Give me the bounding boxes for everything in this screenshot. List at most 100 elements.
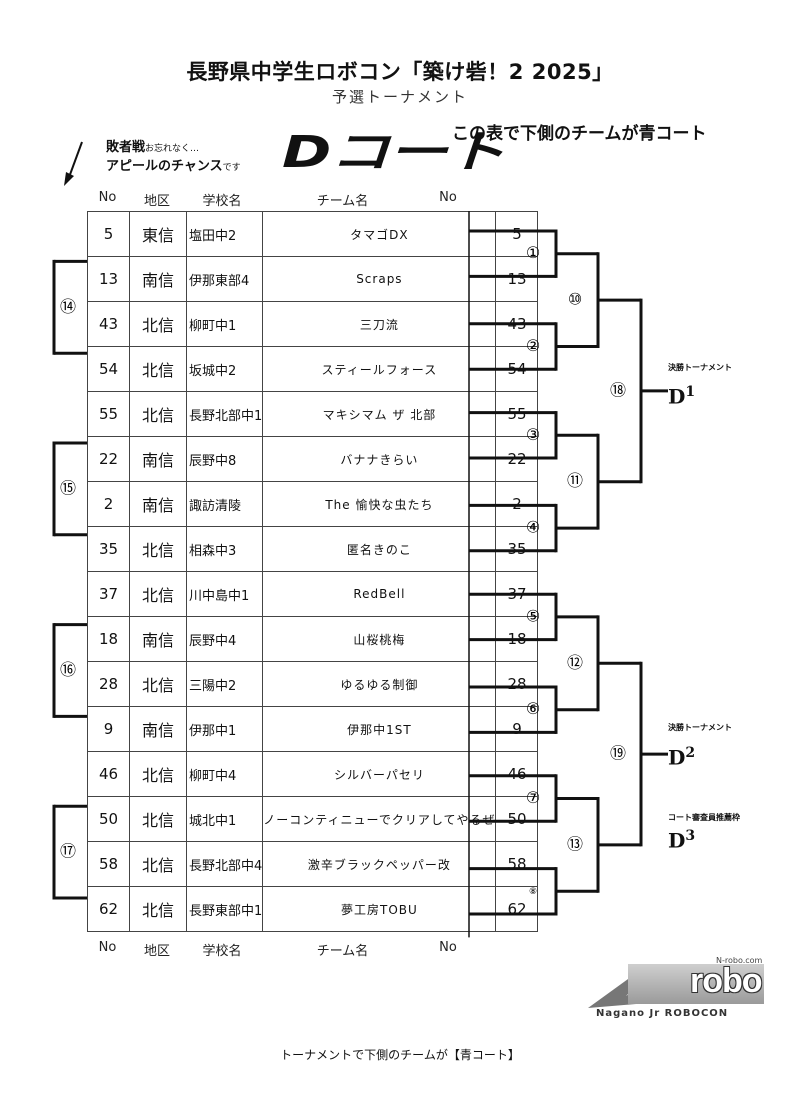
team-no-right: 55 [495, 391, 539, 437]
logo-name: robo [690, 962, 763, 1000]
team-area: 北信 [129, 661, 187, 707]
team-name: シルバーパセリ [262, 751, 497, 797]
team-name: マキシマム ザ 北部 [262, 391, 497, 437]
team-no: 5 [87, 211, 130, 257]
team-area: 北信 [129, 571, 187, 617]
team-no: 13 [87, 256, 130, 302]
team-no-right: 50 [495, 796, 539, 842]
team-name: The 愉快な虫たち [262, 481, 497, 527]
match-number-r3: ⑱ [610, 380, 626, 399]
team-area: 北信 [129, 526, 187, 572]
footer-note: トーナメントで下側のチームが【青コート】 [280, 1048, 520, 1062]
team-no-right: 54 [495, 346, 539, 392]
team-name: ノーコンティニューでクリアしてやるぜ [262, 796, 497, 842]
team-name: バナナきらい [262, 436, 497, 482]
team-area: 北信 [129, 841, 187, 887]
team-no-right: 43 [495, 301, 539, 347]
team-name: スティールフォース [262, 346, 497, 392]
appeal-line-2: アピールのチャンスです [106, 159, 241, 174]
team-school: 辰野中4 [185, 616, 264, 662]
header-no-right: No [439, 190, 457, 205]
team-school: 川中島中1 [185, 571, 264, 617]
team-no: 62 [87, 886, 130, 932]
team-no-right: 13 [495, 256, 539, 302]
team-area: 北信 [129, 796, 187, 842]
team-school: 三陽中2 [185, 661, 264, 707]
team-area: 北信 [129, 346, 187, 392]
team-no: 2 [87, 481, 130, 527]
logo-banner [628, 964, 764, 1004]
team-name: RedBell [262, 571, 497, 617]
team-name: 激辛ブラックペッパー改 [262, 841, 497, 887]
team-no: 28 [87, 661, 130, 707]
team-no-right: 35 [495, 526, 539, 572]
team-name: ゆるゆる制御 [262, 661, 497, 707]
team-school: 諏訪清陵 [185, 481, 264, 527]
team-school: 辰野中8 [185, 436, 264, 482]
team-no-right: 46 [495, 751, 539, 797]
team-area: 北信 [129, 391, 187, 437]
header-school: 学校名 [202, 194, 242, 209]
team-school: 相森中3 [185, 526, 264, 572]
d1-label: D1 [668, 384, 696, 409]
footer-no-right: No [439, 940, 457, 955]
team-no-right: 9 [495, 706, 539, 752]
losers-match-number: ⑭ [60, 297, 76, 316]
logo-tagline: Nagano Jr ROBOCON [596, 1008, 729, 1019]
team-no-right: 62 [495, 886, 539, 932]
team-school: 柳町中1 [185, 301, 264, 347]
losers-match-number: ⑮ [60, 478, 76, 497]
team-no-right: 5 [495, 211, 539, 257]
team-area: 南信 [129, 706, 187, 752]
team-no-right: 37 [495, 571, 539, 617]
arrow-down-left-icon [64, 141, 83, 186]
team-name: タマゴDX [262, 211, 497, 257]
team-no-right: 22 [495, 436, 539, 482]
team-name: 夢工房TOBU [262, 886, 497, 932]
header-no: No [98, 190, 117, 205]
team-no: 46 [87, 751, 130, 797]
header-team: チーム名 [316, 194, 369, 209]
team-school: 塩田中2 [185, 211, 264, 257]
losers-match-number: ⑰ [60, 842, 76, 861]
team-school: 伊那中1 [185, 706, 264, 752]
team-area: 南信 [129, 256, 187, 302]
d1-note: 決勝トーナメント [668, 363, 732, 372]
blue-court-notice: この表で下側のチームが青コート [452, 124, 707, 144]
team-no: 37 [87, 571, 130, 617]
team-area: 南信 [129, 436, 187, 482]
d3-note: コート審査員推薦枠 [668, 813, 740, 822]
team-name: 三刀流 [262, 301, 497, 347]
team-no: 9 [87, 706, 130, 752]
logo-site: N-robo.com [716, 956, 763, 965]
team-no-right: 58 [495, 841, 539, 887]
team-school: 伊那東部4 [185, 256, 264, 302]
match-number-r2: ⑬ [567, 834, 583, 853]
footer-no: No [98, 940, 117, 955]
team-no: 22 [87, 436, 130, 482]
team-school: 坂城中2 [185, 346, 264, 392]
team-name: 匿名きのこ [262, 526, 497, 572]
team-name: Scraps [262, 256, 497, 302]
team-area: 東信 [129, 211, 187, 257]
team-no: 35 [87, 526, 130, 572]
team-no: 50 [87, 796, 130, 842]
d3-label: D3 [668, 828, 696, 853]
match-number-r2: ⑪ [567, 471, 583, 490]
team-no-right: 18 [495, 616, 539, 662]
footer-area: 地区 [143, 944, 170, 959]
page-subtitle: 予選トーナメント [331, 88, 468, 106]
losers-match-number: ⑯ [60, 660, 76, 679]
